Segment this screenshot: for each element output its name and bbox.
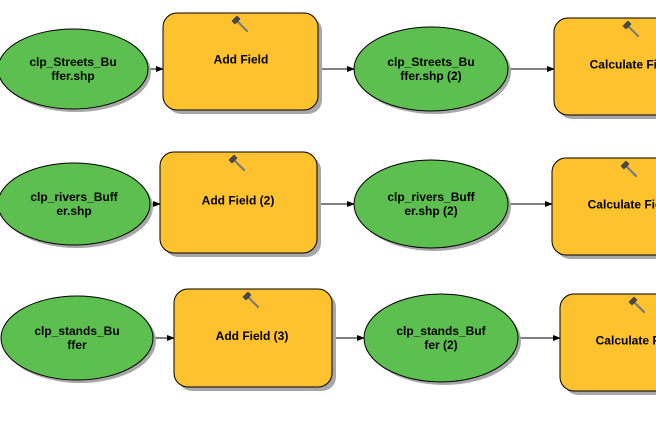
node-label-line: clp_rivers_Buff bbox=[30, 190, 118, 204]
tool-rectangle bbox=[559, 293, 656, 392]
tool-rectangle bbox=[551, 157, 656, 256]
tool-rectangle bbox=[173, 288, 333, 388]
calculate-field-tool-node[interactable]: Calculate Field bbox=[553, 17, 656, 119]
tool-label-line: Calculate Field bbox=[588, 198, 656, 212]
node-label-line: clp_Streets_Bu bbox=[387, 55, 474, 69]
node-label-line: ffer bbox=[67, 338, 87, 352]
calculate-field-tool-node[interactable]: Calculate Field bbox=[559, 293, 656, 395]
tool-label: Calculate Field bbox=[588, 198, 656, 212]
data-ellipse bbox=[363, 293, 519, 383]
tool-label-line: Add Field (3) bbox=[216, 329, 289, 343]
tool-label-line: Calculate Field bbox=[590, 58, 656, 72]
tool-label: Add Field (2) bbox=[202, 194, 275, 208]
add-field-tool-node[interactable]: Add Field (3) bbox=[173, 288, 336, 391]
tool-label-line: Add Field (2) bbox=[202, 194, 275, 208]
calculate-field-tool-node[interactable]: Calculate Field bbox=[551, 157, 656, 259]
data-ellipse bbox=[0, 162, 151, 246]
tool-label-line: Add Field bbox=[214, 53, 269, 67]
add-field-tool-node[interactable]: Add Field bbox=[162, 12, 322, 114]
tool-label: Calculate Field bbox=[590, 58, 656, 72]
tool-label: Add Field bbox=[214, 53, 269, 67]
tool-label: Add Field (3) bbox=[216, 329, 289, 343]
tool-rectangle bbox=[553, 17, 656, 116]
data-ellipse bbox=[353, 26, 509, 112]
node-label-line: er.shp (2) bbox=[404, 204, 457, 218]
node-label-line: er.shp bbox=[56, 204, 91, 218]
tool-label: Calculate Field bbox=[596, 334, 656, 348]
data-ellipse bbox=[0, 28, 149, 110]
tool-rectangle bbox=[159, 151, 318, 254]
node-label-line: clp_rivers_Buff bbox=[387, 190, 475, 204]
node-label-line: clp_Streets_Bu bbox=[29, 55, 116, 69]
node-label-line: ffer.shp bbox=[51, 69, 94, 83]
add-field-tool-node[interactable]: Add Field (2) bbox=[159, 151, 321, 257]
tool-rectangle bbox=[162, 12, 319, 111]
data-ellipse bbox=[353, 159, 509, 249]
data-ellipse bbox=[0, 295, 154, 381]
tool-label-line: Calculate Field bbox=[596, 334, 656, 348]
node-label-line: clp_stands_Buf bbox=[396, 324, 486, 338]
node-label-line: fer (2) bbox=[424, 338, 457, 352]
node-label-line: ffer.shp (2) bbox=[400, 69, 461, 83]
node-label-line: clp_stands_Bu bbox=[34, 324, 119, 338]
